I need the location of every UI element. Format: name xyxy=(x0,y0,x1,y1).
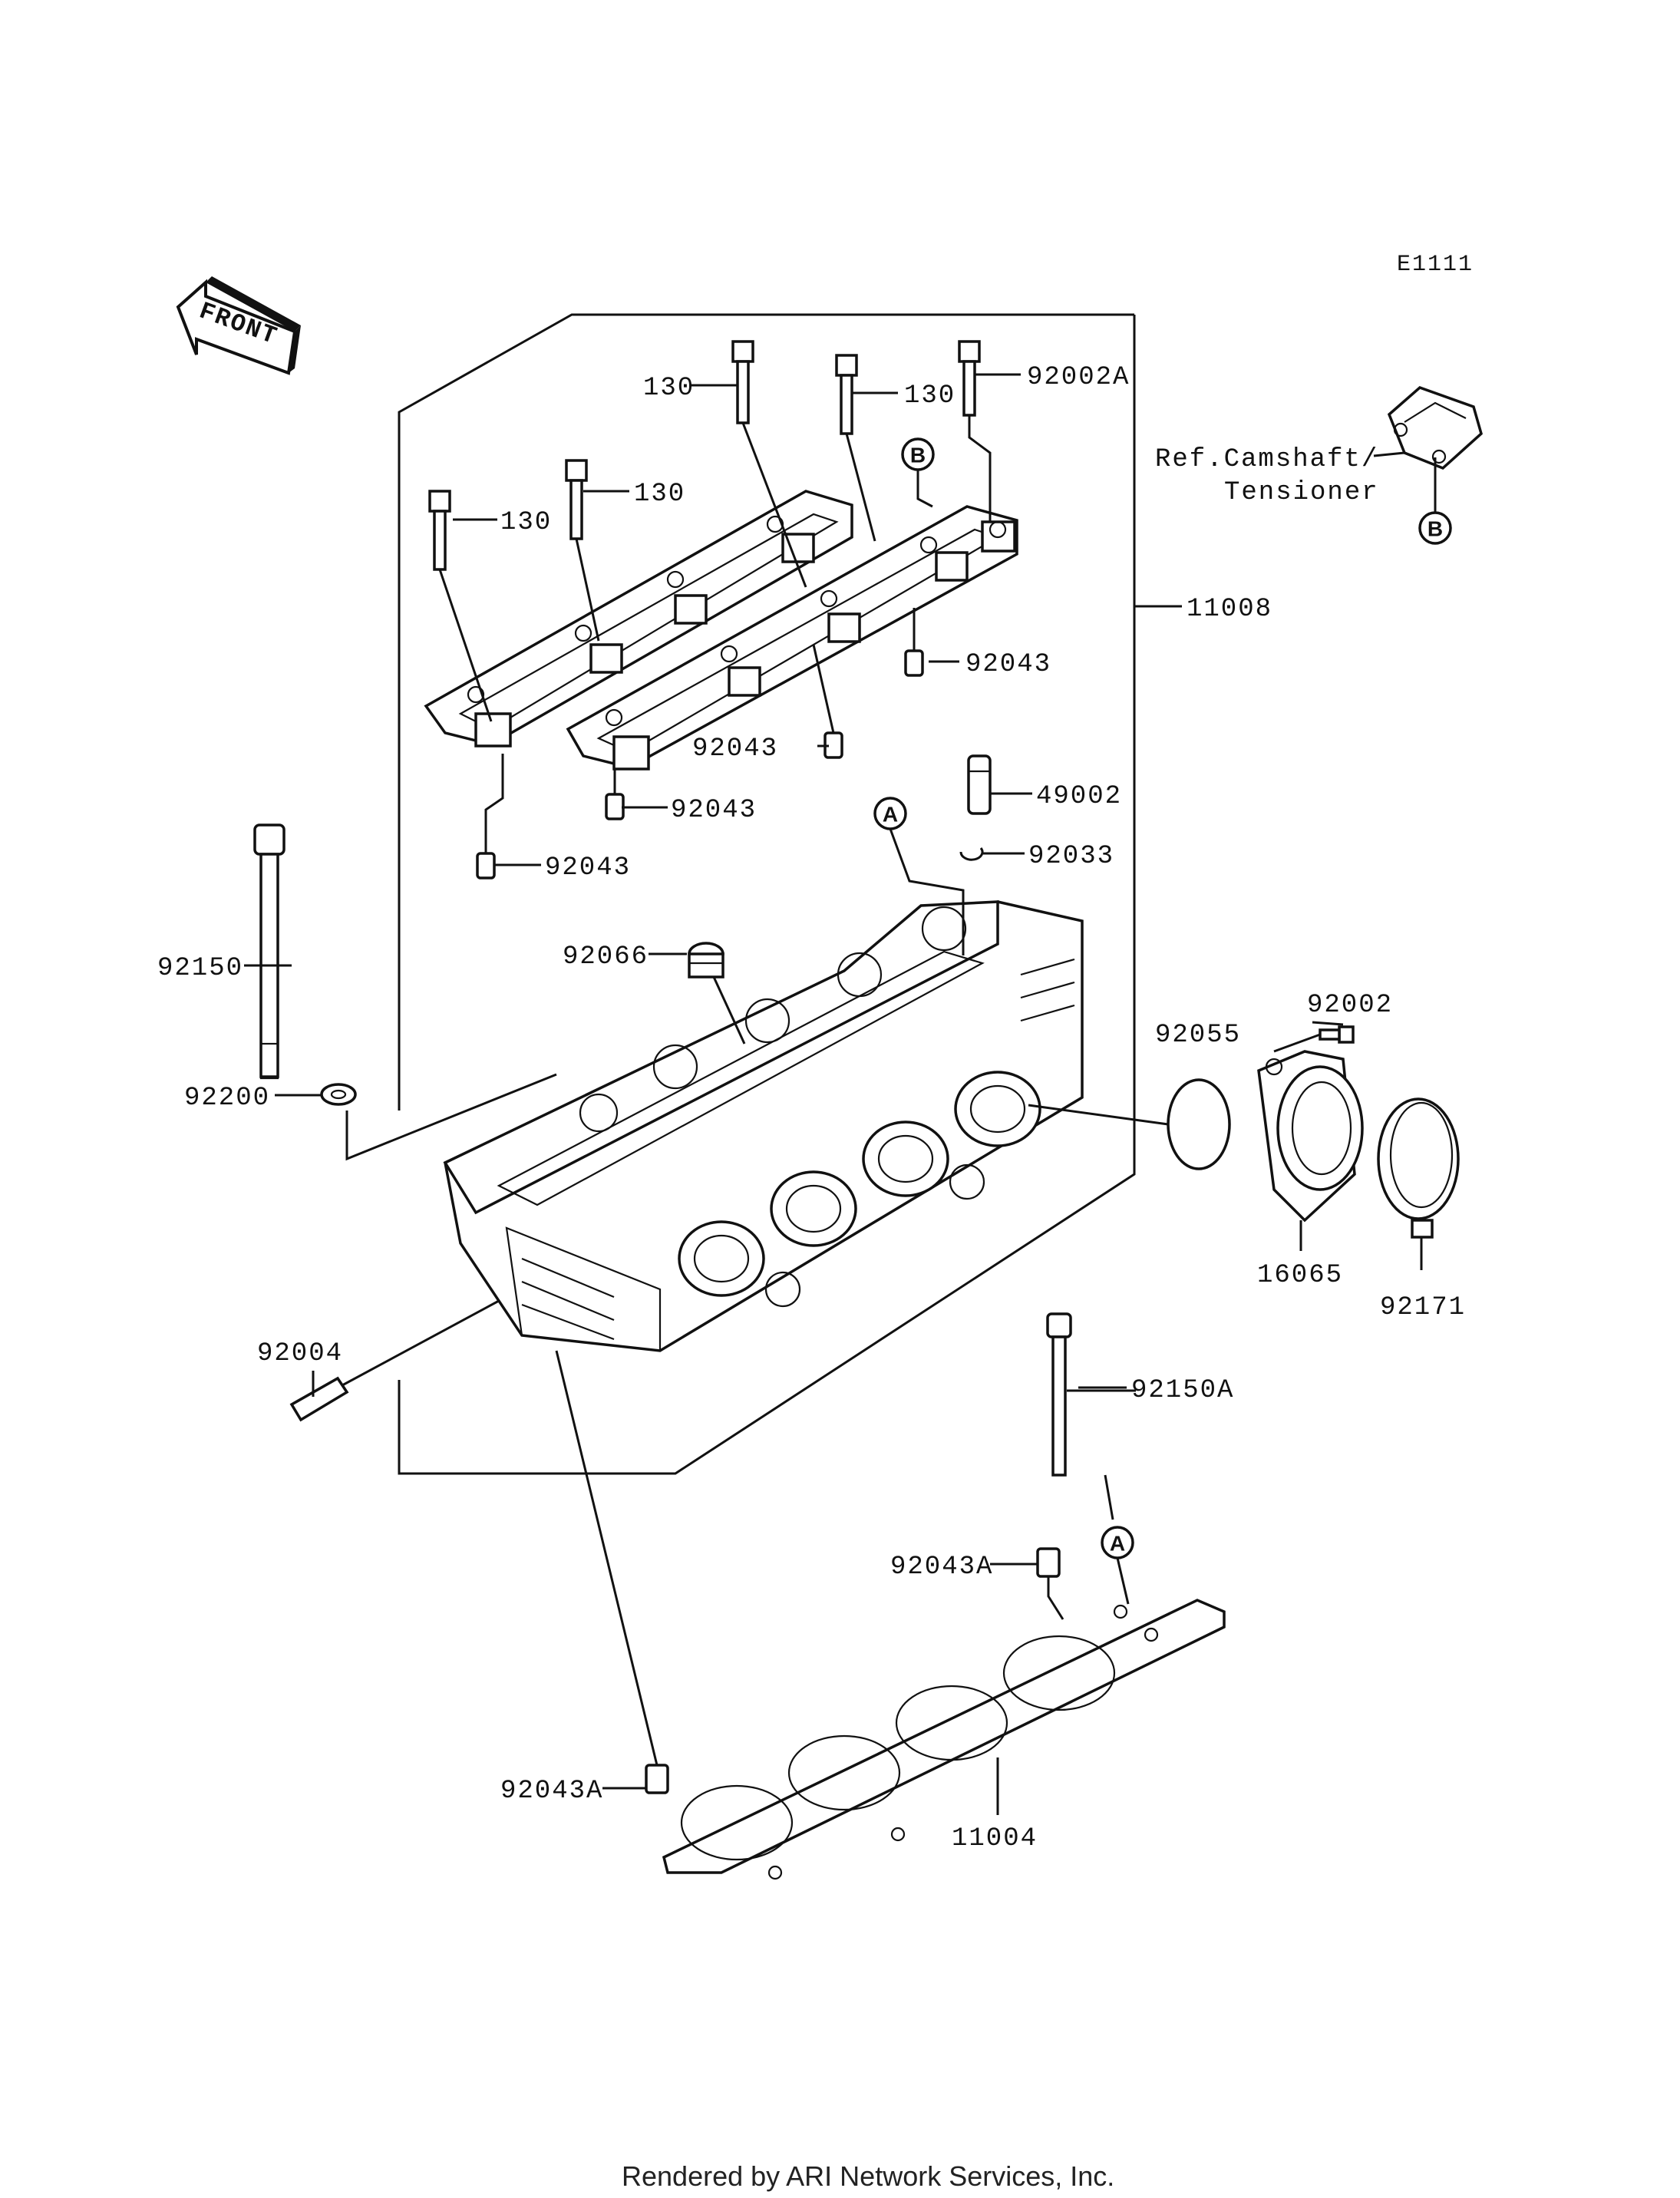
svg-text:B: B xyxy=(910,444,926,467)
part-label-11008: 11008 xyxy=(1187,595,1272,624)
part-label-130: 130 xyxy=(643,374,695,403)
marker-a-gasket: A xyxy=(1101,1526,1134,1605)
camshaft-cap-exhaust xyxy=(424,490,853,748)
reference-text-tensioner: Tensioner xyxy=(1224,478,1379,507)
part-label-92043a: 92043A xyxy=(500,1777,603,1806)
leader-line xyxy=(345,1073,557,1161)
assembly-outline-right xyxy=(398,315,1136,1475)
dowel-pin-icon xyxy=(1036,1547,1064,1620)
leader-line xyxy=(1104,1474,1114,1520)
plug-icon xyxy=(688,942,746,1045)
cylinder-head-icon xyxy=(443,900,1084,1352)
stud-icon xyxy=(289,1299,500,1422)
dowel-pin-icon xyxy=(812,644,843,759)
clamp-icon xyxy=(1377,1097,1460,1239)
part-label-92043: 92043 xyxy=(692,734,778,764)
valve-guide-icon xyxy=(967,754,992,815)
front-arrow-icon: FRONT xyxy=(176,276,301,375)
washer-icon xyxy=(320,1083,357,1106)
tensioner-bracket-icon xyxy=(1373,386,1483,513)
dowel-pin-icon xyxy=(605,769,625,820)
part-label-130: 130 xyxy=(500,508,552,537)
long-bolt-icon xyxy=(1046,1312,1136,1477)
part-label-92043: 92043 xyxy=(965,650,1051,679)
part-label-92171: 92171 xyxy=(1380,1293,1466,1322)
marker-b-ref: B xyxy=(1418,511,1452,545)
part-label-49002: 49002 xyxy=(1036,782,1122,811)
oring-icon xyxy=(1028,1078,1231,1170)
part-label-92150: 92150 xyxy=(157,954,243,983)
part-label-11004: 11004 xyxy=(952,1824,1038,1853)
part-label-92033: 92033 xyxy=(1028,842,1114,871)
svg-text:A: A xyxy=(1110,1532,1125,1556)
head-gasket-icon xyxy=(662,1599,1226,1880)
bolt-130-icon xyxy=(835,354,876,542)
footer-credit: Rendered by ARI Network Services, Inc. xyxy=(622,2160,1114,2192)
leader-lines xyxy=(244,373,1423,1790)
svg-text:A: A xyxy=(883,803,898,827)
part-label-130: 130 xyxy=(634,480,685,509)
part-label-92004: 92004 xyxy=(257,1339,343,1368)
part-label-92043: 92043 xyxy=(671,796,757,825)
part-label-92043a: 92043A xyxy=(890,1553,993,1582)
bolt-130-icon xyxy=(428,490,493,722)
part-label-92043: 92043 xyxy=(545,853,631,883)
bolt-130-icon xyxy=(731,340,807,588)
part-label-130: 130 xyxy=(904,381,956,411)
marker-a-head: A xyxy=(873,797,965,955)
circlip-icon xyxy=(959,847,984,861)
dowel-pin-icon xyxy=(904,608,924,677)
bolt-92002a-icon xyxy=(958,340,992,522)
part-label-92066: 92066 xyxy=(563,942,649,972)
bolt-130-icon xyxy=(565,459,600,642)
head-bolt-icon xyxy=(253,823,286,1080)
throttle-holder-icon xyxy=(1257,1050,1364,1223)
bolt-92002-icon xyxy=(1273,1025,1355,1053)
reference-text-camshaft: Ref.Camshaft/ xyxy=(1155,445,1378,474)
dowel-pin-icon xyxy=(555,1350,669,1794)
part-label-16065: 16065 xyxy=(1257,1261,1343,1290)
part-label-92200: 92200 xyxy=(184,1084,270,1113)
part-label-92002a: 92002A xyxy=(1027,363,1130,392)
marker-b-top: B xyxy=(901,437,935,508)
dowel-pin-icon xyxy=(476,754,504,880)
part-label-92002: 92002 xyxy=(1307,991,1393,1020)
svg-text:B: B xyxy=(1428,517,1443,541)
assembly-outline xyxy=(398,313,1134,1111)
part-label-92150a: 92150A xyxy=(1131,1376,1234,1405)
part-label-92055: 92055 xyxy=(1155,1021,1241,1050)
camshaft-cap-intake xyxy=(566,505,1018,771)
diagram-code: E1111 xyxy=(1397,252,1474,278)
